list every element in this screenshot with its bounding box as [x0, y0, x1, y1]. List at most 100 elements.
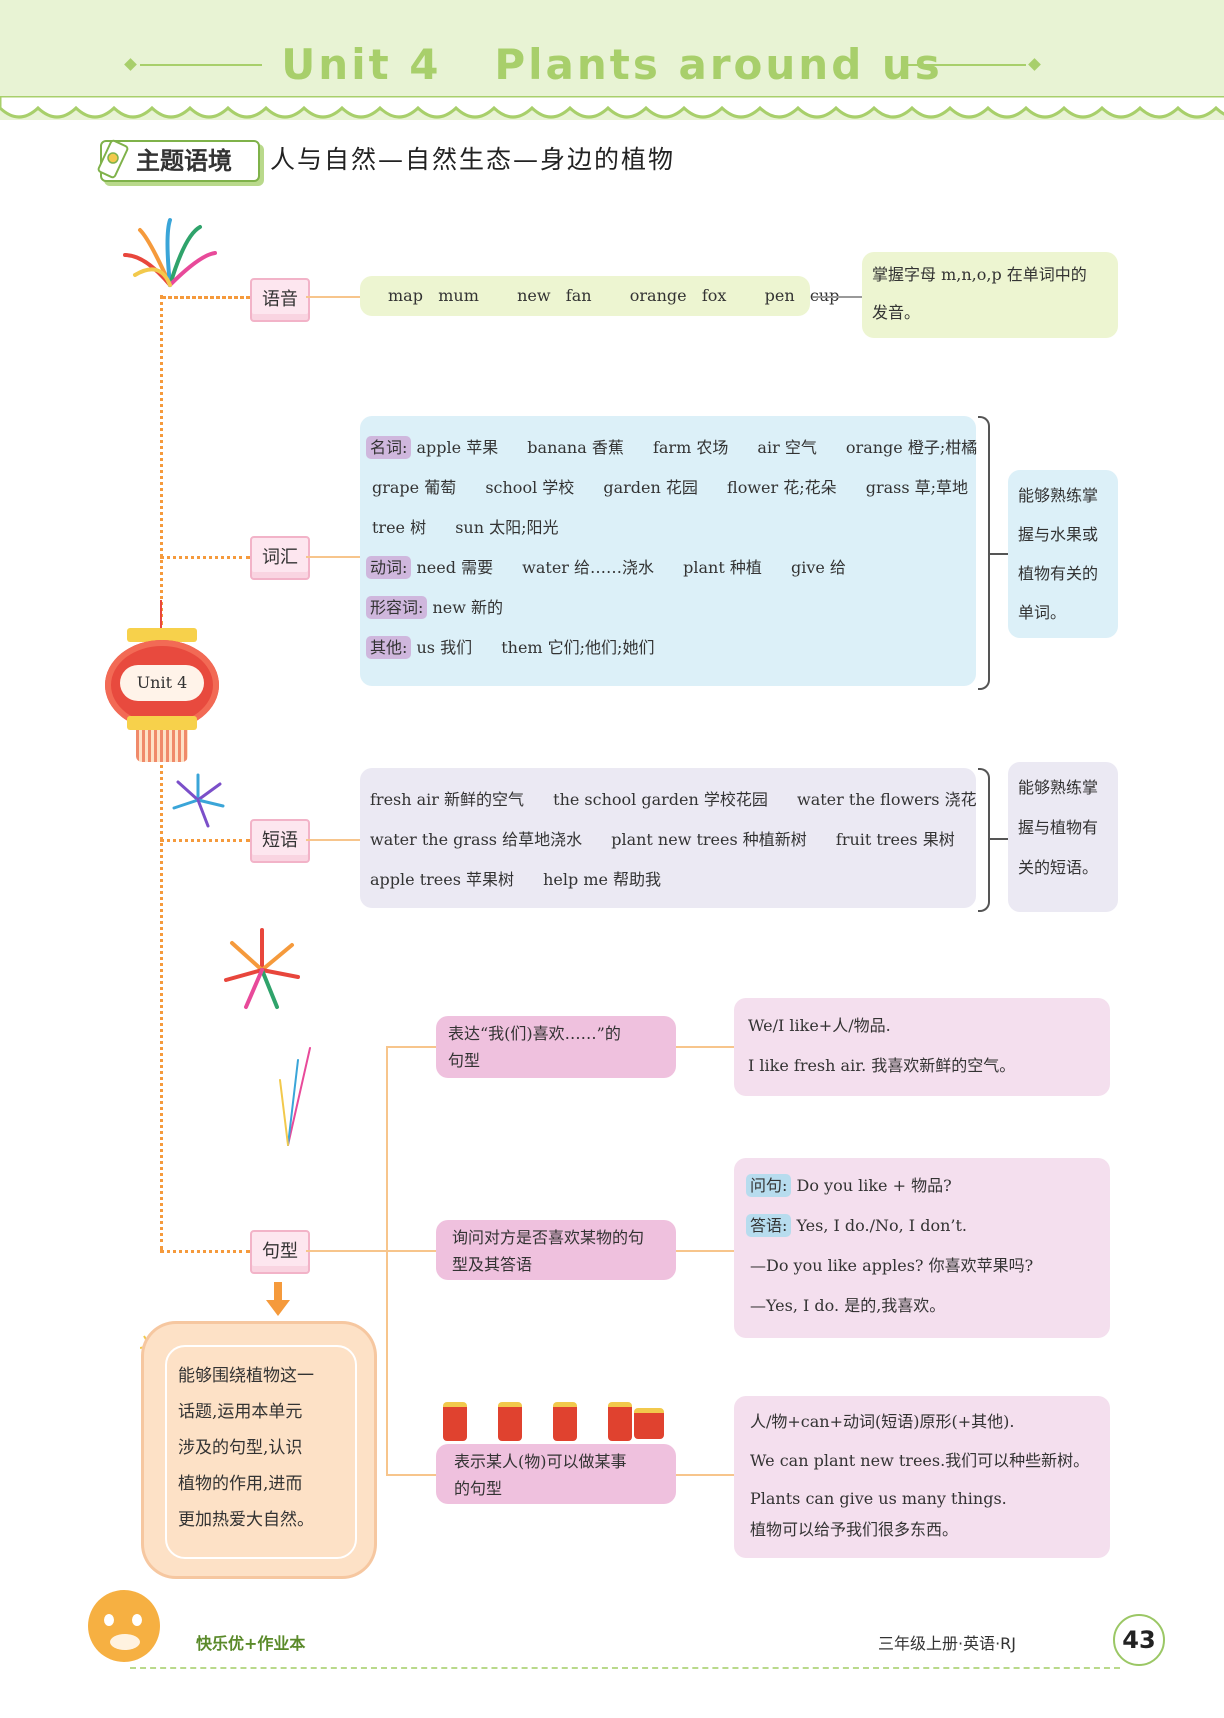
connector	[306, 839, 360, 841]
pronunciation-goal: 掌握字母 m,n,o,p 在单词中的 发音。	[862, 252, 1118, 338]
connector	[306, 556, 360, 558]
summary-box	[150, 1330, 368, 1570]
sentence-title: 型及其答语	[452, 1255, 533, 1274]
sentence-line: Plants can give us many things.	[750, 1489, 1007, 1508]
verb-label: 动词:	[366, 556, 412, 579]
phrase-item: fresh air 新鲜的空气	[370, 790, 525, 809]
phrases-box: fresh air 新鲜的空气 the school garden 学校花园 w…	[360, 768, 977, 908]
firework-icon	[224, 928, 300, 1009]
connector	[386, 1046, 436, 1048]
theme-tag-label: 主题语境	[136, 147, 232, 175]
vocab-item: plant 种植	[683, 558, 762, 577]
summary-text: 能够围绕植物这一 话题,运用本单元 涉及的句型,认识 植物的作用,进而 更加热爱…	[178, 1358, 348, 1538]
trunk-line	[160, 740, 163, 1250]
noun-row: 名词: apple 苹果 banana 香蕉 farm 农场 air 空气 or…	[366, 428, 977, 468]
summary-box-inner	[165, 1345, 357, 1559]
pronunciation-words-box: map mum new fan orange fox pen cup	[360, 276, 839, 316]
footer-brand: 快乐优+作业本	[196, 1634, 306, 1653]
lantern-cap	[127, 716, 197, 730]
sentence-line: 人/物+can+动词(短语)原形(+其他).	[750, 1412, 1015, 1431]
answer-row: 答语: Yes, I do./No, I don’t.	[746, 1206, 1098, 1246]
sentence-title: 的句型	[454, 1479, 503, 1498]
branch-line	[160, 1250, 250, 1253]
goal-line: 能够熟练掌	[1018, 778, 1099, 797]
tag-vocabulary: 词汇	[250, 536, 310, 580]
example-line: —Do you like apples? 你喜欢苹果吗?	[750, 1256, 1034, 1275]
vocab-item: flower 花;花朵	[727, 478, 837, 497]
footer-book-info: 三年级上册·英语·RJ	[878, 1634, 1017, 1653]
connector	[306, 1250, 436, 1252]
firecracker-icon	[443, 1402, 467, 1441]
vocabulary-box: 名词: apple 苹果 banana 香蕉 farm 农场 air 空气 or…	[360, 416, 977, 686]
tag-pronunciation: 语音	[250, 278, 310, 322]
sentence-type-2: 询问对方是否喜欢某物的句 型及其答语	[436, 1220, 676, 1280]
sentence-line: We/I like+人/物品.	[748, 1016, 891, 1035]
goal-line: 握与水果或	[1018, 525, 1099, 544]
vocab-item: them 它们;他们;她们	[501, 638, 655, 657]
arrow-down-icon	[266, 1282, 290, 1316]
goal-line: 掌握字母 m,n,o,p 在单词中的	[872, 265, 1087, 284]
sentence-line: I like fresh air. 我喜欢新鲜的空气。	[748, 1056, 1016, 1075]
tiger-mascot-icon	[88, 1590, 160, 1662]
vocab-item: grass 草;草地	[865, 478, 969, 497]
title-deco-line	[140, 64, 262, 66]
firecracker-icon	[498, 1402, 522, 1441]
tag-phrases: 短语	[250, 819, 310, 863]
example-line: —Yes, I do. 是的,我喜欢。	[750, 1296, 946, 1315]
connector	[676, 1474, 734, 1476]
connector	[386, 1474, 436, 1476]
vocab-item: banana 香蕉	[527, 438, 624, 457]
other-row: 其他: us 我们 them 它们;他们;她们	[366, 628, 976, 668]
question-row: 问句: Do you like + 物品?	[746, 1166, 1098, 1206]
vocabulary-goal: 能够熟练掌 握与水果或 植物有关的 单词。	[1008, 470, 1118, 638]
page-number: 43	[1113, 1614, 1165, 1666]
noun-row: grape 葡萄 school 学校 garden 花园 flower 花;花朵…	[366, 468, 976, 508]
sentence-line: We can plant new trees.我们可以种些新树。	[750, 1451, 1090, 1470]
sentence-trunk	[386, 1046, 388, 1474]
sentence-line: 植物可以给予我们很多东西。	[750, 1520, 959, 1539]
phrase-row: apple trees 苹果树 help me 帮助我	[370, 860, 976, 900]
sentence-title: 表达“我(们)喜欢……”的	[448, 1024, 621, 1043]
phrase-item: water the grass 给草地浇水	[370, 830, 583, 849]
sentence-type-1: 表达“我(们)喜欢……”的 句型	[436, 1016, 676, 1078]
phrase-item: apple trees 苹果树	[370, 870, 515, 889]
bracket	[978, 416, 990, 690]
wave-border	[0, 96, 1224, 119]
vocab-item: tree 树	[372, 518, 427, 537]
lantern-tassel	[136, 730, 188, 762]
theme-text: 人与自然—自然生态—身边的植物	[270, 145, 676, 174]
goal-line: 单词。	[1018, 603, 1067, 622]
sentence-title: 句型	[448, 1051, 481, 1070]
summary-line: 话题,运用本单元	[178, 1402, 303, 1422]
bracket	[978, 768, 990, 912]
connector	[990, 838, 1008, 840]
trunk-line	[160, 295, 163, 625]
phrase-item: water the flowers 浇花	[797, 790, 977, 809]
title-deco-line	[902, 64, 1026, 66]
vocab-item: apple 苹果	[416, 438, 499, 457]
vocab-item: air 空气	[757, 438, 817, 457]
sentence-detail-2: 问句: Do you like + 物品? 答语: Yes, I do./No,…	[734, 1158, 1110, 1338]
word: fan	[565, 286, 592, 305]
question-label: 问句:	[746, 1174, 792, 1197]
word: map	[388, 286, 423, 305]
firecracker-icon	[634, 1408, 664, 1439]
firework-trail-icon	[279, 1047, 311, 1146]
vocab-item: grape 葡萄	[372, 478, 457, 497]
connector	[676, 1046, 734, 1048]
sentence-type-3: 表示某人(物)可以做某事 的句型	[436, 1444, 676, 1504]
branch-line	[160, 839, 250, 842]
word: mum	[438, 286, 479, 305]
sentence-detail-1: We/I like+人/物品. I like fresh air. 我喜欢新鲜的…	[734, 998, 1110, 1096]
goal-line: 发音。	[872, 303, 921, 322]
vocab-item: farm 农场	[652, 438, 729, 457]
phrase-row: fresh air 新鲜的空气 the school garden 学校花园 w…	[370, 780, 977, 820]
vocab-item: garden 花园	[603, 478, 698, 497]
connector	[676, 1250, 734, 1252]
summary-line: 更加热爱大自然。	[178, 1510, 314, 1530]
answer-text: Yes, I do./No, I don’t.	[796, 1216, 968, 1235]
word: pen	[764, 286, 795, 305]
footer-divider	[130, 1667, 1120, 1669]
word: cup	[810, 286, 840, 305]
branch-line	[160, 556, 250, 559]
